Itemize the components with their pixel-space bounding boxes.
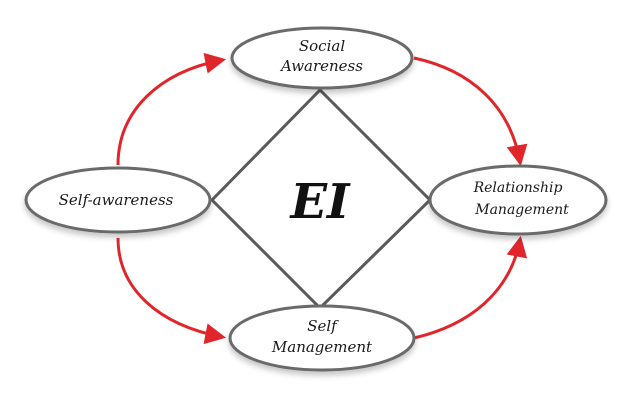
arrow-self-to-selfmanagement <box>116 237 227 345</box>
node-social-awareness-line-1: Social <box>299 37 345 55</box>
node-self-management-line-2: Management <box>271 338 373 356</box>
node-self-awareness-line-1: Self-awareness <box>59 191 174 209</box>
node-social-awareness: Social Awareness <box>230 26 414 90</box>
node-self-management-line-1: Self <box>307 317 339 335</box>
node-social-awareness-line-2: Awareness <box>279 57 363 75</box>
arrow-selfmanagement-to-relationship <box>413 235 528 340</box>
node-relationship-management-line-1: Relationship <box>473 180 563 196</box>
arrow-social-to-relationship <box>413 56 528 167</box>
arrow-self-to-social <box>116 52 227 166</box>
node-self-awareness: Self-awareness <box>24 166 212 234</box>
node-self-management: Self Management <box>228 304 416 372</box>
center-label: EI <box>288 174 351 230</box>
node-relationship-management-line-2: Management <box>474 202 569 218</box>
node-relationship-management: Relationship Management <box>428 164 608 236</box>
